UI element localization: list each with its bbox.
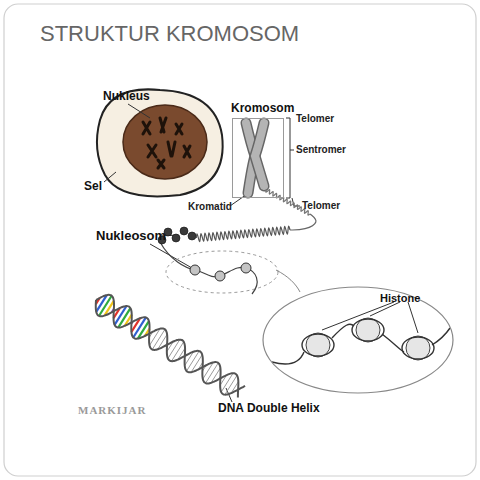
histone-detail <box>272 318 450 364</box>
zoom-link <box>276 270 300 292</box>
chromatin-fiber <box>290 214 316 230</box>
part-label: Telomer <box>302 200 340 211</box>
zoom-ellipse <box>166 251 278 293</box>
part-label: DNA Double Helix <box>218 402 320 415</box>
node-label: Histone <box>380 292 420 304</box>
node-label: Kromosom <box>231 102 294 115</box>
ellipse-outline <box>263 287 453 393</box>
diagram-title: STRUKTUR KROMOSOM <box>40 22 299 46</box>
cell-body <box>97 89 223 196</box>
dna-backbone <box>96 300 239 397</box>
part-label: Telomer <box>296 113 334 124</box>
watermark: MARKIJAR <box>78 404 147 416</box>
page-frame <box>4 4 476 476</box>
dna-backbone <box>96 295 245 395</box>
part-label: Kromatid <box>188 201 232 212</box>
part-label: Nukleosom <box>96 229 166 243</box>
part-label: Sentromer <box>296 144 346 155</box>
ellipse-outline <box>262 286 454 394</box>
chromosome-symbol <box>246 123 264 193</box>
nucleus-body <box>123 105 207 179</box>
nucleus-chromosomes <box>143 118 190 168</box>
part-label: Sel <box>84 180 102 193</box>
leader-lines <box>104 104 418 402</box>
chromosome-box: Kromosom <box>232 118 284 198</box>
histone-ellipse: Histone <box>262 286 454 394</box>
nucleosome-beads <box>190 263 251 281</box>
dna-string <box>160 242 257 294</box>
chromatin-fiber <box>196 226 290 242</box>
part-label: Nukleus <box>103 90 150 103</box>
